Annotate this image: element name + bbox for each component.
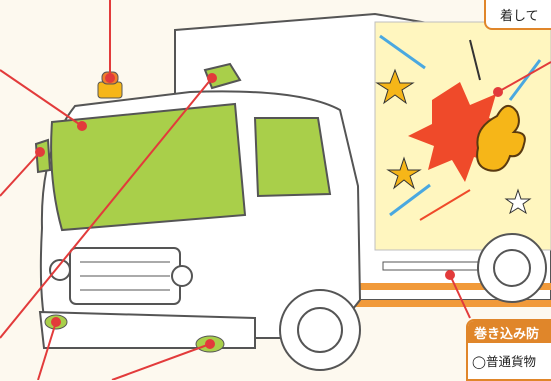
front-wheel [280,290,360,370]
callout-bottom-right: 巻き込み防 ◯普通貨物 [466,319,551,381]
callout-top-text: 着して [500,5,539,24]
rear-wheel [478,234,546,302]
callout-bottom-heading: 巻き込み防 [468,321,551,343]
front-grille [70,248,180,304]
side-window [255,118,330,196]
callout-bottom-item: ◯普通貨物 [468,343,551,370]
poster-panel [375,22,551,250]
callout-top-right: 着して [484,0,551,30]
headlight-right [172,266,192,286]
